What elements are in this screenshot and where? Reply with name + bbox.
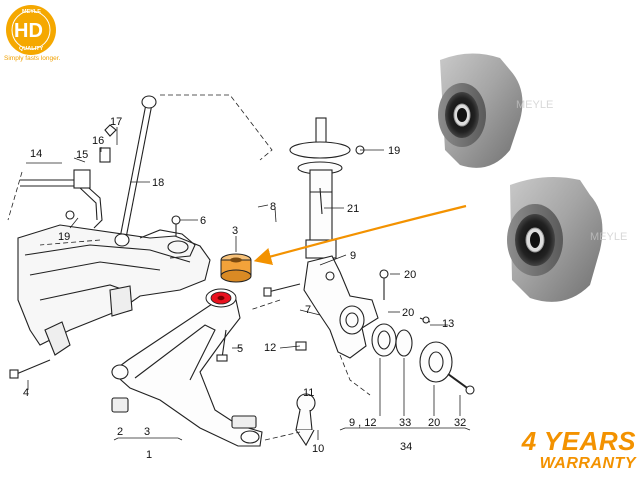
callout-6: 6 xyxy=(200,215,206,227)
callout-17: 17 xyxy=(110,116,122,128)
leader-lines xyxy=(26,127,471,441)
callout-10: 10 xyxy=(312,443,324,455)
callout-21: 21 xyxy=(347,203,359,215)
hub-assembly xyxy=(371,316,471,391)
ball-joint xyxy=(295,393,316,447)
warranty-badge: 4 YEARS WARRANTY xyxy=(522,428,636,472)
callout-32: 32 xyxy=(454,417,466,429)
warranty-years: 4 YEARS xyxy=(521,426,636,456)
badge-hd-text: HD xyxy=(14,20,43,42)
subframe xyxy=(17,224,211,356)
bushing-orange xyxy=(220,253,252,283)
tagline: Simply fasts longer. xyxy=(4,55,61,62)
callout-20c: 20 xyxy=(428,417,440,429)
callout-8: 8 xyxy=(270,201,276,213)
callout-numbers: 14 15 16 17 18 19 6 3 19 21 9 8 20 7 20 … xyxy=(23,116,466,461)
callout-3b: 3 xyxy=(144,426,150,438)
callout-9a: 9 xyxy=(350,250,356,262)
callout-33: 33 xyxy=(399,417,411,429)
callout-18: 18 xyxy=(152,177,164,189)
callout-20a: 20 xyxy=(404,269,416,281)
callout-15: 15 xyxy=(76,149,88,161)
callout-19b: 19 xyxy=(388,145,400,157)
callout-14: 14 xyxy=(30,148,42,160)
bushing-red xyxy=(205,288,237,308)
badge-ring-text: MEYLE xyxy=(22,9,41,15)
badge-quality-text: QUALITY xyxy=(19,46,43,52)
hd-badge-icon: MEYLE HD QUALITY xyxy=(6,5,56,55)
callout-5: 5 xyxy=(237,343,243,355)
callout-4: 4 xyxy=(23,387,29,399)
bolts xyxy=(9,145,475,395)
pointer-arrow xyxy=(253,204,467,265)
bushing-photo-2 xyxy=(507,176,603,302)
dashed-outline xyxy=(7,94,371,441)
watermark-2: MEYLE xyxy=(590,231,627,243)
meyle-hd-badge: MEYLE HD QUALITY xyxy=(4,4,64,62)
steering-knuckle xyxy=(303,255,379,359)
bushing-photo-1 xyxy=(438,53,523,168)
control-arm xyxy=(111,299,263,447)
callout-11: 11 xyxy=(303,387,314,399)
callout-20b: 20 xyxy=(402,307,414,319)
strut xyxy=(289,117,351,259)
callout-9-12: 9 , 12 xyxy=(349,417,377,429)
callout-16: 16 xyxy=(92,135,104,147)
callout-3a: 3 xyxy=(232,225,238,237)
watermark-1: MEYLE xyxy=(516,99,553,111)
stabilizer-bar xyxy=(20,95,157,247)
callout-1: 1 xyxy=(146,449,152,461)
callout-34: 34 xyxy=(400,441,412,453)
callout-19a: 19 xyxy=(58,231,70,243)
warranty-label: WARRANTY xyxy=(539,455,636,472)
callout-2: 2 xyxy=(117,426,123,438)
callout-12: 12 xyxy=(264,342,276,354)
callout-7: 7 xyxy=(305,304,311,316)
callout-13: 13 xyxy=(442,318,454,330)
